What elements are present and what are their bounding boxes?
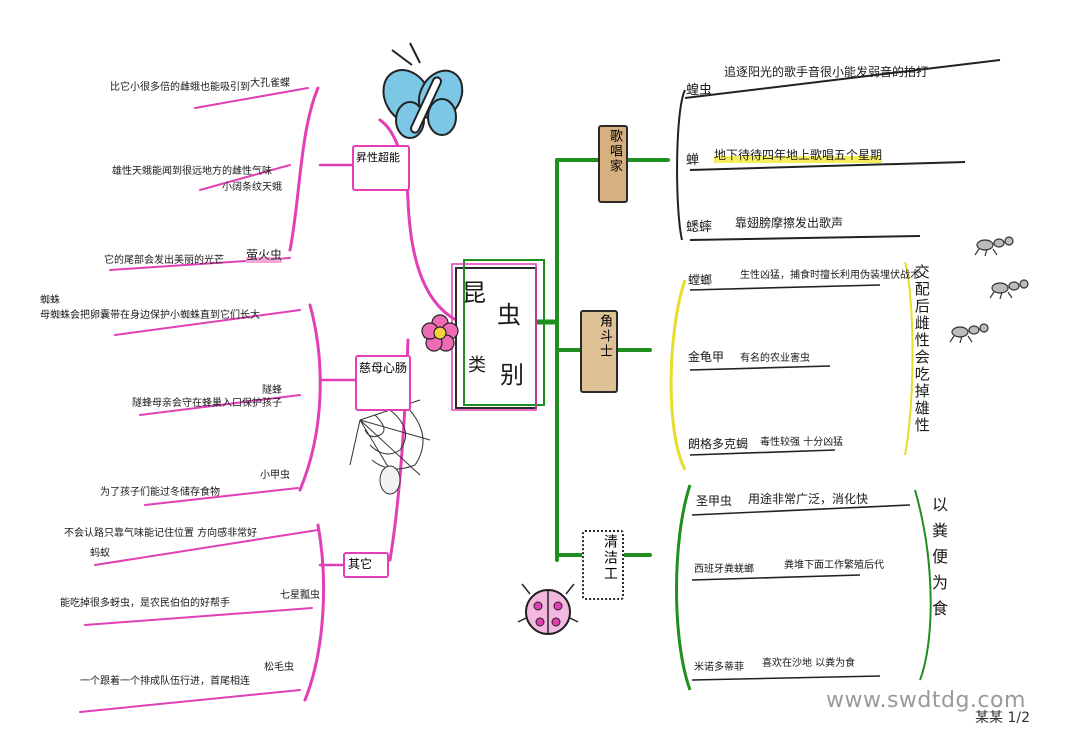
branch-label-fighters: 角斗士	[580, 310, 618, 393]
superpowers-item-3-text: 它的尾部会发出美丽的光芒	[104, 255, 224, 266]
others-item-3-name: 松毛虫	[264, 662, 294, 673]
others-item-2-text: 能吃掉很多蚜虫，是农民伯伯的好帮手	[60, 598, 230, 609]
center-char-4: 别	[500, 361, 524, 389]
center-char-1: 昆	[462, 279, 486, 307]
branch-label-superpowers: 昇性超能	[352, 145, 410, 191]
cleaners-item-1-name: 圣甲虫	[696, 494, 733, 508]
branch-label-cleaners: 清洁工	[582, 530, 624, 600]
butterfly-decoration	[382, 42, 464, 139]
singers-item-3-name: 蟋蟀	[686, 220, 713, 235]
singers-item-2-name: 蝉	[686, 153, 700, 168]
superpowers-item-1-text: 比它小很多倍的雌蛾也能吸引到	[110, 82, 250, 93]
cleaners-item-1-text: 用途非常广泛，消化快	[748, 492, 869, 506]
ant-decoration	[949, 236, 1029, 344]
cleaners-side-note: 以粪便为食	[929, 496, 948, 626]
branch-label-others-text: 其它	[348, 557, 373, 571]
superpowers-item-2-name: 小阔条纹天蛾	[222, 182, 282, 193]
branch-label-superpowers-text: 昇性超能	[356, 151, 400, 164]
mothers-item-1-text: 母蜘蛛会把卵囊带在身边保护小蜘蛛直到它们长大	[40, 310, 260, 321]
center-char-3: 类	[468, 355, 486, 376]
cleaners-item-2-name: 西班牙粪蜣螂	[694, 564, 754, 575]
fighters-item-2-name: 金龟甲	[688, 350, 725, 364]
right-bracket-3	[675, 484, 932, 691]
mothers-item-1-name: 蜘蛛	[40, 295, 60, 306]
watermark: www.swdtdg.com	[826, 688, 1026, 713]
superpowers-item-1-name: 大孔雀蝶	[250, 78, 290, 89]
branch-label-mothers: 慈母心肠	[355, 355, 411, 411]
mothers-item-2-text: 隧蜂母亲会守在蜂巢入口保护孩子	[132, 398, 282, 409]
center-box	[451, 259, 545, 411]
others-item-1-name: 蚂蚁	[90, 548, 110, 559]
mothers-item-3-text: 为了孩子们能过冬储存食物	[100, 487, 220, 498]
flower-decoration	[421, 314, 459, 352]
others-item-1-text: 不会认路只靠气味能记住位置 方向感非常好	[64, 528, 258, 539]
mothers-item-3-name: 小甲虫	[260, 470, 290, 481]
fighters-side-note: 交配后雌性会吃掉雄性	[912, 264, 931, 434]
signature: 某某 1/2	[975, 710, 1030, 726]
fighters-item-1-text: 生性凶猛，捕食时擅长利用伪装埋伏战术	[740, 270, 920, 281]
branch-label-cleaners-text: 清洁工	[602, 534, 618, 582]
spider-web-decoration	[349, 399, 431, 495]
right-bracket-2	[669, 261, 914, 471]
singers-item-2-text: 地下待待四年地上歌唱五个星期	[714, 148, 883, 163]
right-bracket-1	[676, 59, 1001, 241]
branch-label-others: 其它	[343, 552, 389, 578]
others-item-3-text: 一个跟着一个排成队伍行进，首尾相连	[80, 676, 250, 687]
superpowers-item-3-name: 萤火虫	[246, 248, 283, 263]
branch-label-mothers-text: 慈母心肠	[359, 361, 408, 375]
superpowers-item-2-text: 雄性天蛾能闻到很远地方的雌性气味	[112, 166, 272, 177]
branch-label-singers-text: 歌唱家	[607, 129, 622, 174]
singers-item-1-name: 蝗虫	[686, 83, 713, 98]
cleaners-item-3-text: 喜欢在沙地 以粪为食	[762, 658, 856, 669]
fighters-item-3-name: 朗格多克蝎	[688, 437, 749, 451]
mothers-item-2-name: 隧蜂	[262, 385, 282, 396]
cleaners-item-3-name: 米诺多蒂菲	[694, 662, 744, 673]
ladybug-decoration	[517, 583, 579, 635]
fighters-item-1-name: 螳螂	[688, 273, 713, 287]
branch-label-fighters-text: 角斗士	[597, 314, 612, 359]
center-char-2: 虫	[497, 301, 521, 329]
branch-label-singers: 歌唱家	[598, 125, 628, 203]
cleaners-item-2-text: 粪堆下面工作繁殖后代	[784, 560, 884, 571]
singers-item-3-text: 靠翅膀摩擦发出歌声	[735, 216, 844, 230]
others-item-2-name: 七星瓢虫	[280, 590, 320, 601]
singers-item-1-text: 追逐阳光的歌手音很小能发弱音的拍打	[724, 65, 929, 79]
fighters-item-3-text: 毒性较强 十分凶猛	[760, 437, 844, 448]
fighters-item-2-text: 有名的农业害虫	[740, 353, 810, 364]
